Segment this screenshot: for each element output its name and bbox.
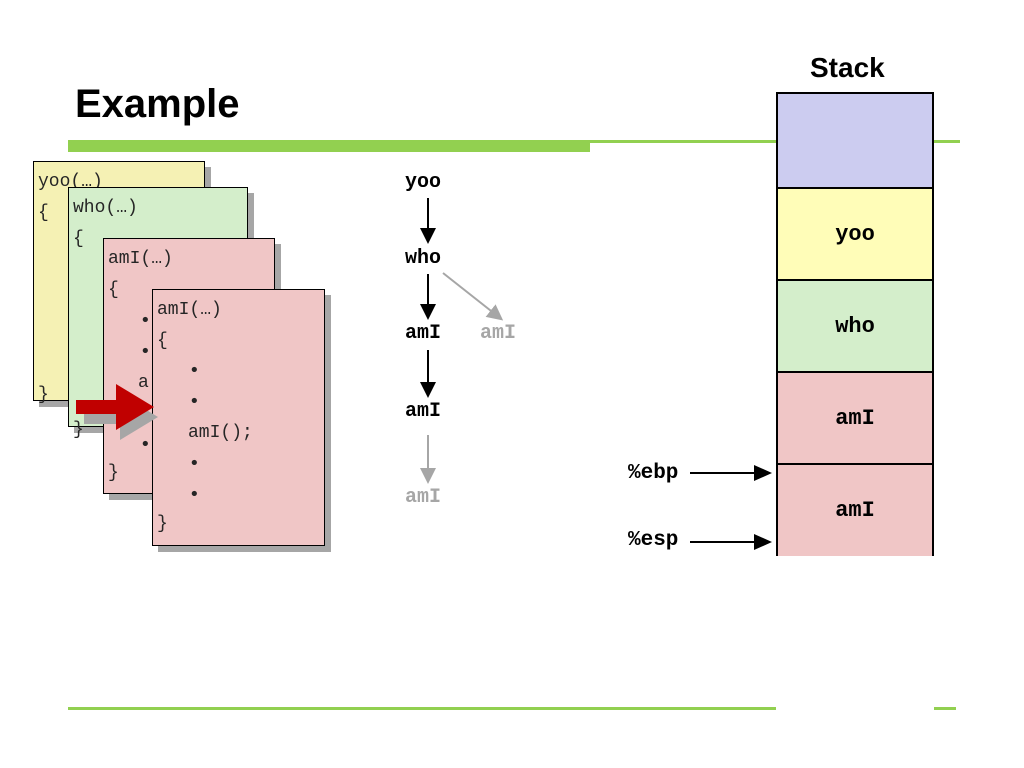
ami-inner-card-header: amI(…): [157, 300, 222, 320]
stack-frame-label: amI: [835, 498, 875, 523]
call-chain-side-node-ami: amI: [480, 322, 517, 345]
yoo-card-close-brace: }: [38, 385, 49, 405]
ami-outer-card-header: amI(…): [108, 249, 173, 269]
who-card-close-brace: }: [73, 420, 84, 440]
ami-outer-card-partial-call: a: [138, 373, 149, 393]
title-underline-thin-bar-right: [934, 140, 960, 143]
stack-frame-label: amI: [835, 405, 875, 431]
stack-diagram: yoo who amI amI: [776, 92, 934, 556]
stack-frame-top: [778, 94, 932, 187]
current-position-arrow-icon: [76, 384, 158, 440]
call-chain-node-ami: amI: [405, 322, 442, 345]
call-chain-next-node-ami: amI: [405, 486, 442, 509]
who-card-open-brace: {: [73, 229, 84, 249]
stack-header: Stack: [810, 52, 885, 83]
call-chain-node-who: who: [405, 247, 442, 270]
title-underline-bar: [68, 140, 590, 152]
ami-outer-card-bullet: •: [140, 310, 151, 331]
ami-inner-card-call: amI();: [188, 423, 253, 443]
ami-inner-card-bullet: •: [189, 360, 200, 381]
stack-frame-label: yoo: [835, 221, 875, 247]
who-card-header: who(…): [73, 198, 138, 218]
call-chain-node-yoo: yoo: [405, 171, 442, 194]
title-underline-thin-bar: [590, 140, 776, 143]
stack-frame-ami-current: amI: [778, 463, 932, 556]
ami-inner-card-open-brace: {: [157, 331, 168, 351]
ami-inner-code-card: amI(…) { • • amI(); • • }: [152, 289, 325, 546]
footer-bar-right: [934, 707, 956, 710]
arrow-who-to-side-ami: [442, 272, 504, 321]
ami-inner-card-close-brace: }: [157, 514, 168, 534]
stack-frame-yoo: yoo: [778, 187, 932, 279]
slide-title: Example: [75, 82, 240, 126]
stack-frame-ami: amI: [778, 371, 932, 463]
ami-inner-card-bullet: •: [189, 484, 200, 505]
esp-register-label: %esp: [628, 529, 679, 552]
ami-outer-card-open-brace: {: [108, 280, 119, 300]
ami-inner-card-bullet: •: [189, 453, 200, 474]
ebp-register-label: %ebp: [628, 462, 679, 485]
stack-frame-who: who: [778, 279, 932, 371]
footer-bar: [68, 707, 776, 710]
call-chain-node-ami: amI: [405, 400, 442, 423]
yoo-card-open-brace: {: [38, 203, 49, 223]
stack-frame-label: who: [835, 313, 875, 339]
ami-outer-card-bullet: •: [140, 341, 151, 362]
ami-inner-card-bullet: •: [189, 391, 200, 412]
ami-outer-card-close-brace: }: [108, 463, 119, 483]
ami-outer-card-bullet: •: [140, 434, 151, 455]
